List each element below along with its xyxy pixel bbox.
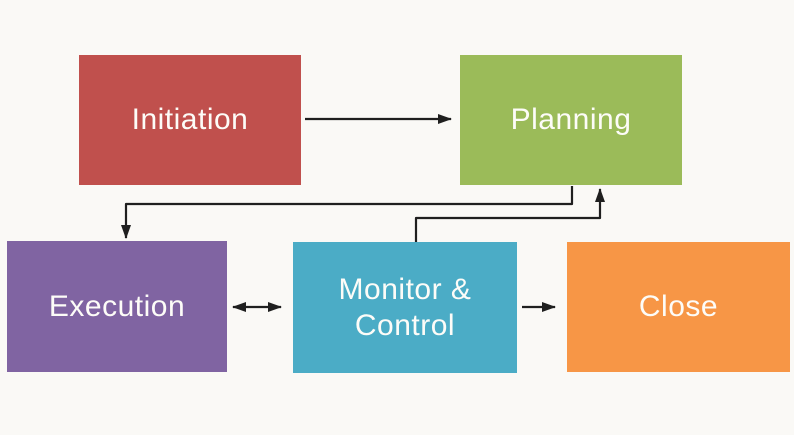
node-planning-label: Planning bbox=[510, 103, 632, 137]
node-planning: Planning bbox=[460, 55, 682, 185]
node-initiation-label: Initiation bbox=[131, 103, 249, 137]
node-monitor-control-label: Monitor & Control bbox=[338, 273, 472, 342]
node-execution: Execution bbox=[7, 241, 227, 372]
node-initiation: Initiation bbox=[79, 55, 301, 185]
node-close-label: Close bbox=[638, 290, 719, 324]
node-close: Close bbox=[567, 242, 790, 372]
arrow-planning-to-execution bbox=[121, 186, 574, 239]
node-monitor-control: Monitor & Control bbox=[293, 242, 517, 373]
node-execution-label: Execution bbox=[48, 289, 186, 323]
arrow-monitor-to-planning bbox=[414, 188, 605, 242]
